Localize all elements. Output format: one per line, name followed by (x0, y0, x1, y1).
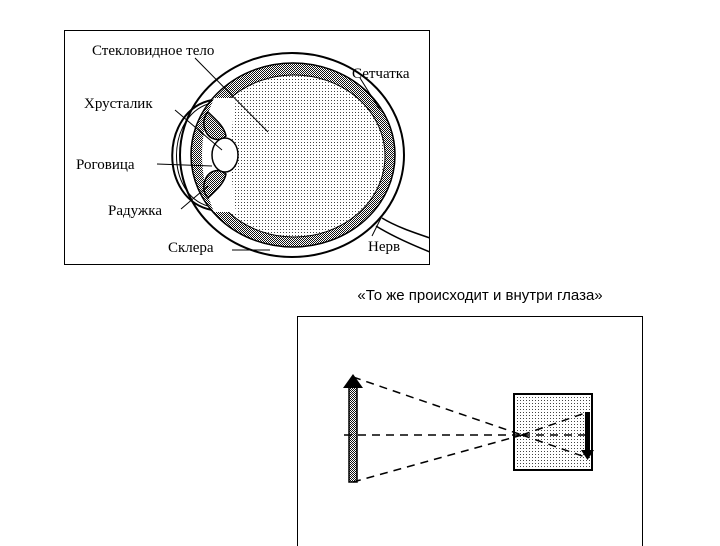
camera-box (513, 393, 593, 471)
object-arrow-head (343, 374, 363, 388)
label-retina: Сетчатка (352, 66, 410, 82)
label-nerve: Нерв (368, 239, 400, 255)
light-rays (344, 376, 589, 483)
object-arrow-shaft (348, 383, 358, 483)
label-lens: Хрусталик (84, 96, 153, 112)
image-arrow-head (581, 450, 594, 460)
image-arrow-shaft (585, 412, 590, 452)
label-sclera: Склера (168, 240, 214, 256)
label-iris: Радужка (108, 203, 162, 219)
label-cornea: Роговица (76, 157, 135, 173)
label-vitreous: Стекловидное тело (92, 43, 214, 59)
cornea (171, 99, 213, 211)
iris-upper (203, 110, 227, 141)
optic-nerve (381, 217, 430, 239)
caption: «То же происходит и внутри глаза» (357, 287, 603, 304)
